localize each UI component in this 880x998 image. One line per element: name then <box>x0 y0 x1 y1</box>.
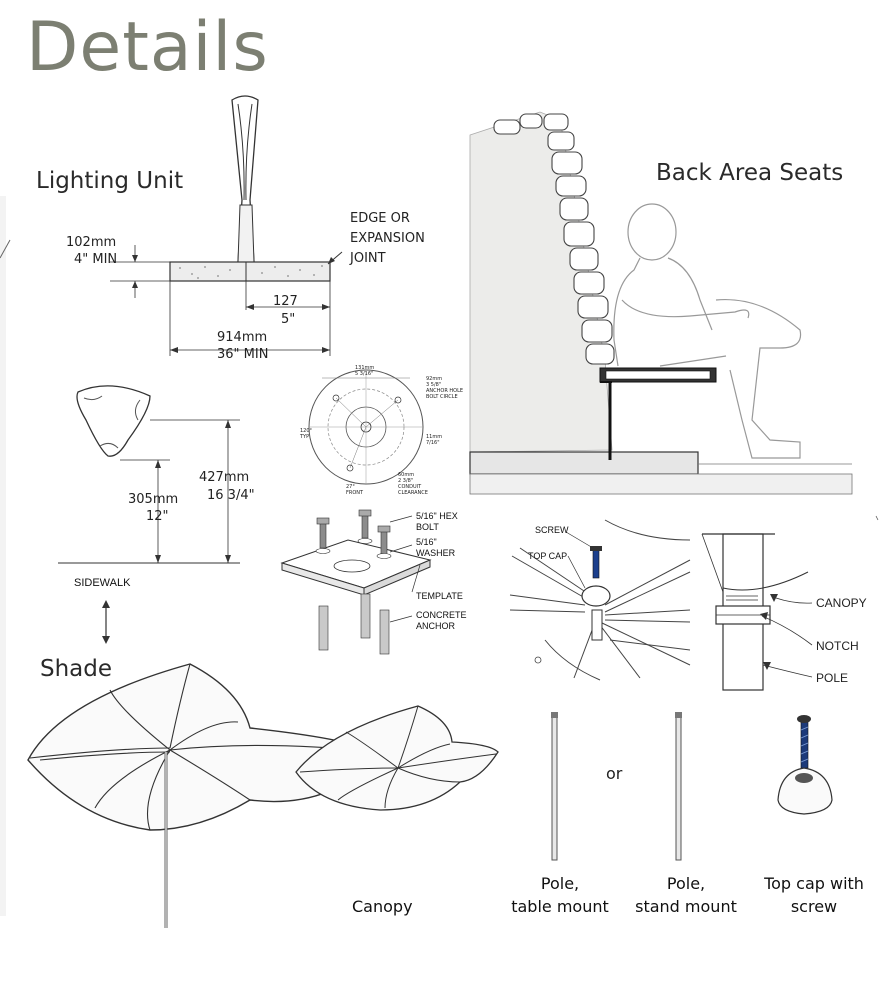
lighting-offset-mm: 127 <box>273 294 298 309</box>
notch-label: NOTCH <box>816 639 859 653</box>
template-angle: 120° TYP <box>300 428 313 440</box>
lighting-height-mm: 102mm <box>66 235 117 250</box>
lighting-width-mm: 914mm <box>217 330 268 345</box>
back-area-seats-heading: Back Area Seats <box>656 160 844 186</box>
top-cap-label: TOP CAP <box>528 551 568 561</box>
template-label: TEMPLATE <box>416 591 463 601</box>
canopy-caption: Canopy <box>352 897 413 916</box>
fixture-lower-mm: 305mm <box>128 492 179 507</box>
template-top-dim: 131mm 5 3/16" <box>355 365 375 377</box>
concrete-anchor-label: CONCRETE ANCHOR <box>416 610 467 631</box>
template-hole-dim: 11mm 7/16" <box>426 434 443 446</box>
template-anchor-circle: 92mm 3 5/8" ANCHOR HOLE BOLT CIRCLE <box>426 376 464 400</box>
pole-stand-caption: Pole, stand mount <box>635 874 737 916</box>
page-title: Details <box>26 8 269 87</box>
lighting-height-in: 4" MIN <box>74 252 118 267</box>
fixture-total-mm: 427mm <box>199 470 250 485</box>
canopy-label: CANOPY <box>816 596 867 610</box>
hex-bolt-label: 5/16" HEX BOLT <box>416 511 458 532</box>
template-conduit-dim: 60mm 2 3/8" CONDUIT CLEARANCE <box>398 472 428 496</box>
lighting-width-in: 36" MIN <box>217 347 269 362</box>
screw-label: SCREW <box>535 525 569 535</box>
pole-table-caption: Pole, table mount <box>511 874 609 916</box>
top-cap-caption: Top cap with screw <box>764 874 864 916</box>
sidewalk-label: SIDEWALK <box>74 577 131 589</box>
template-front: 27° FRONT <box>346 484 364 496</box>
edge-joint-label: EDGE OR EXPANSION JOINT <box>350 211 425 266</box>
or-label: or <box>606 764 623 783</box>
lighting-offset-in: 5" <box>281 312 296 327</box>
lighting-unit-heading: Lighting Unit <box>36 168 184 194</box>
shade-heading: Shade <box>40 656 113 682</box>
pole-label: POLE <box>816 671 849 685</box>
fixture-lower-in: 12" <box>146 509 169 524</box>
washer-label: 5/16" WASHER <box>416 537 456 558</box>
fixture-total-in: 16 3/4" <box>207 488 255 503</box>
